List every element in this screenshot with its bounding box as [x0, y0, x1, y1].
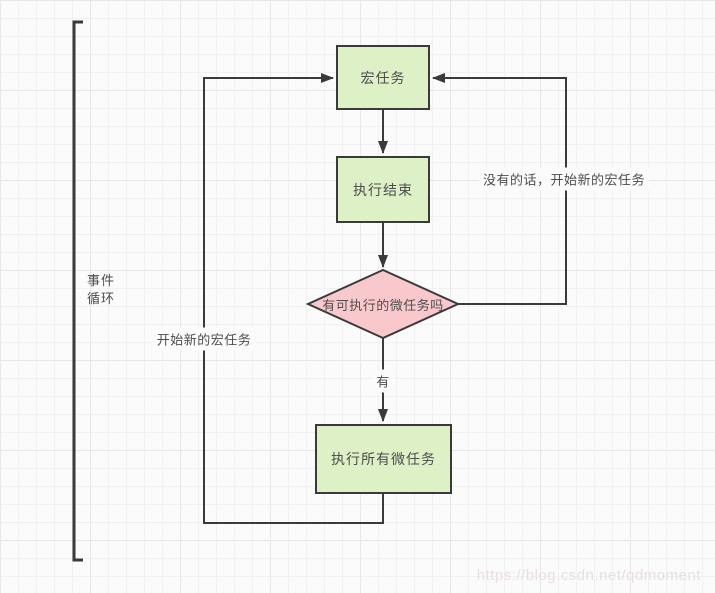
node-macro-task: 宏任务: [336, 45, 430, 110]
edge-label-has-microtask: 有: [372, 369, 394, 393]
event-loop-bracket-label: 事件 循环: [87, 273, 116, 306]
edge-label-none-start-new-macro: 没有的话，开始新的宏任务: [478, 167, 650, 191]
edge-left-loop: [203, 73, 384, 524]
edge-label-start-new-macro: 开始新的宏任务: [152, 327, 256, 351]
node-microtask-decision-label: 有可执行的微任务吗: [322, 297, 444, 313]
node-run-all-microtasks: 执行所有微任务: [315, 424, 452, 494]
node-execution-end: 执行结束: [336, 156, 430, 223]
decision-diamond-shape: [305, 268, 461, 340]
watermark-url: https://blog.csdn.net/qdmoment: [476, 567, 701, 584]
event-loop-bracket: [72, 20, 83, 562]
edge-right-loop: [432, 73, 567, 305]
